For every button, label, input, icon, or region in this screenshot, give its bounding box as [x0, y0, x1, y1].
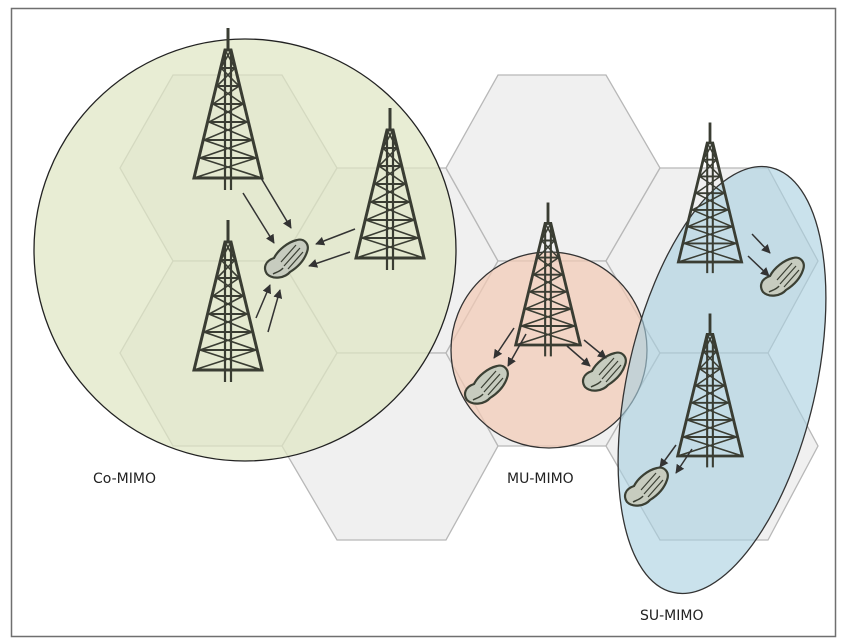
co-mimo-region [33, 38, 457, 462]
signal-arrow-icon [675, 448, 693, 474]
signal-arrow-icon [507, 333, 527, 367]
signal-arrow-icon [659, 444, 677, 468]
signal-arrow-icon [242, 192, 275, 244]
signal-arrow-icon [255, 284, 271, 319]
mu-mimo-label: MU-MIMO [507, 471, 574, 487]
signal-arrow-icon [267, 289, 283, 333]
signal-arrow-icon [566, 345, 591, 367]
signal-arrow-icon [315, 228, 356, 246]
su-mimo-label: SU-MIMO [640, 608, 704, 624]
signal-arrows [242, 177, 771, 474]
signal-arrow-icon [260, 177, 292, 229]
signal-arrow-icon [751, 233, 771, 254]
signal-arrow-icon [493, 327, 515, 359]
signal-arrow-icon [308, 251, 351, 268]
co-mimo-label: Co-MIMO [93, 471, 156, 487]
signal-arrow-icon [747, 255, 770, 277]
signal-arrow-icon [583, 339, 607, 359]
